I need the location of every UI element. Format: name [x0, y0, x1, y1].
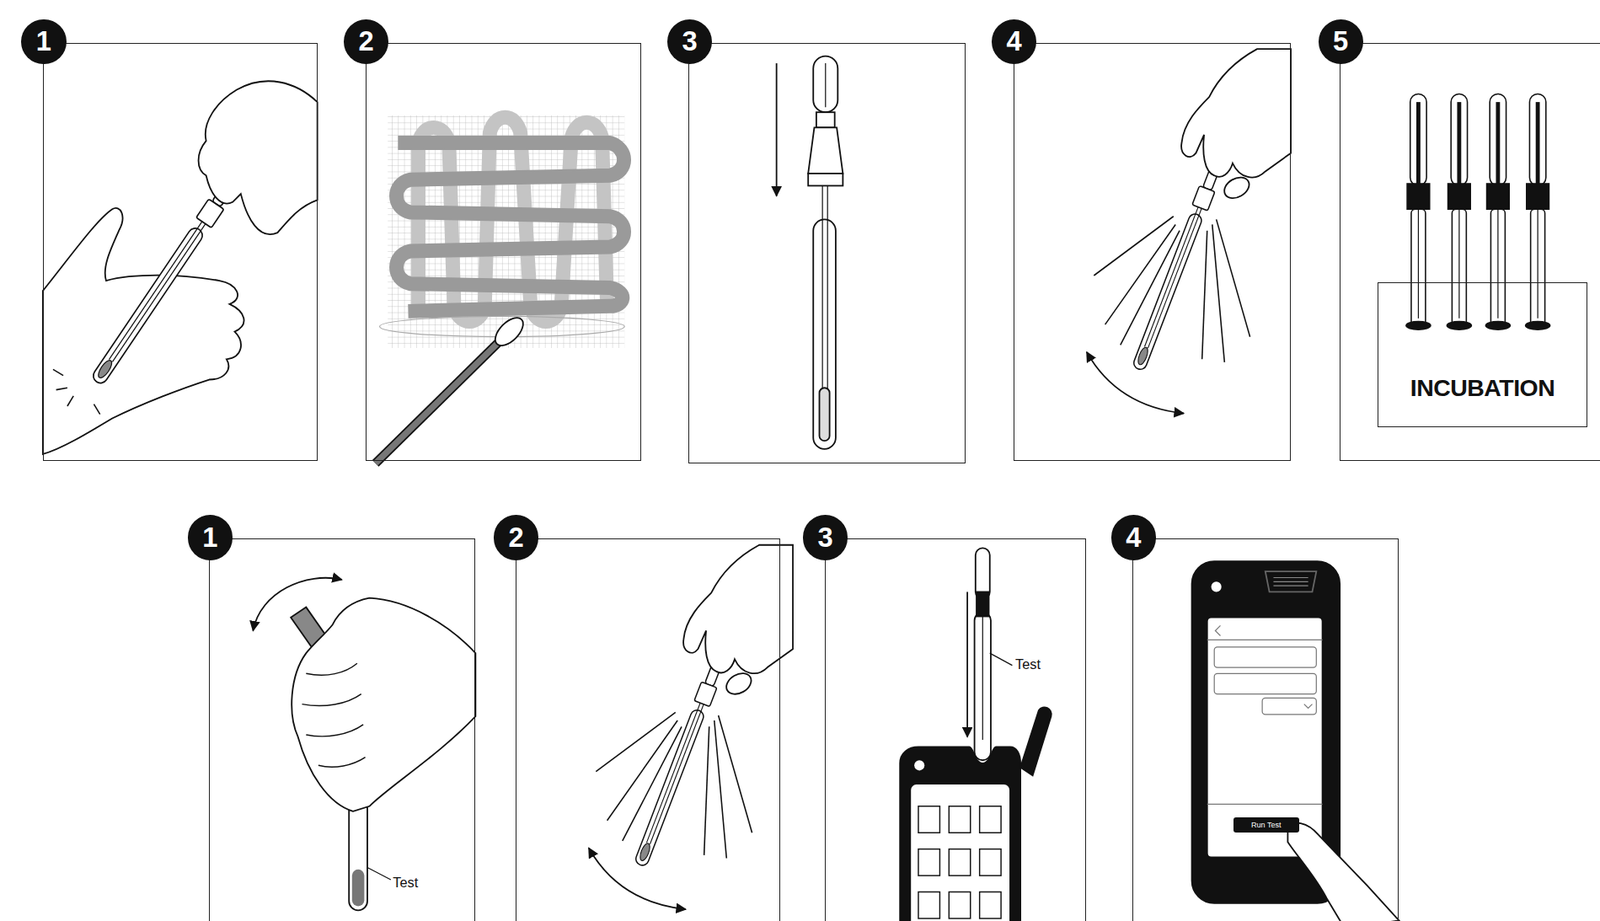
step-panel: 4Run Test [1132, 538, 1399, 921]
step-number: 5 [1318, 19, 1364, 65]
phone [1192, 561, 1400, 921]
step-number: 3 [667, 19, 712, 65]
step-panel: 2 [365, 42, 642, 462]
step-panel: 1 [208, 538, 476, 921]
callout-label: Test [1015, 656, 1041, 673]
step-number: 3 [802, 514, 848, 560]
snap-tube [252, 577, 476, 911]
shake-tube [1086, 48, 1291, 413]
swab-surface [375, 115, 626, 464]
insert-reader [899, 547, 1052, 921]
step-number: 4 [1111, 514, 1156, 560]
step-number: 2 [493, 514, 539, 560]
step-number: 1 [187, 514, 233, 560]
step-panel: 1 [42, 42, 318, 462]
step-panel: 4 [1013, 42, 1291, 462]
incubator-box: INCUBATION [1377, 282, 1588, 428]
step-panel: 3 [824, 538, 1087, 921]
step-panel: 3 [688, 42, 965, 464]
box-label: INCUBATION [1410, 374, 1556, 402]
step-number: 1 [21, 19, 66, 65]
button-label: Run Test [1251, 820, 1282, 830]
shake-tube [588, 545, 793, 910]
step-panel: 5INCUBATION [1339, 42, 1600, 462]
run-button: Run Test [1233, 817, 1300, 833]
callout-label: Test [392, 874, 418, 891]
incubation-tubes [1406, 93, 1551, 330]
insert-swab [776, 56, 844, 450]
swab-palm [42, 80, 318, 455]
step-number: 2 [343, 19, 389, 65]
step-number: 4 [991, 19, 1037, 65]
step-panel: 2 [515, 538, 782, 921]
